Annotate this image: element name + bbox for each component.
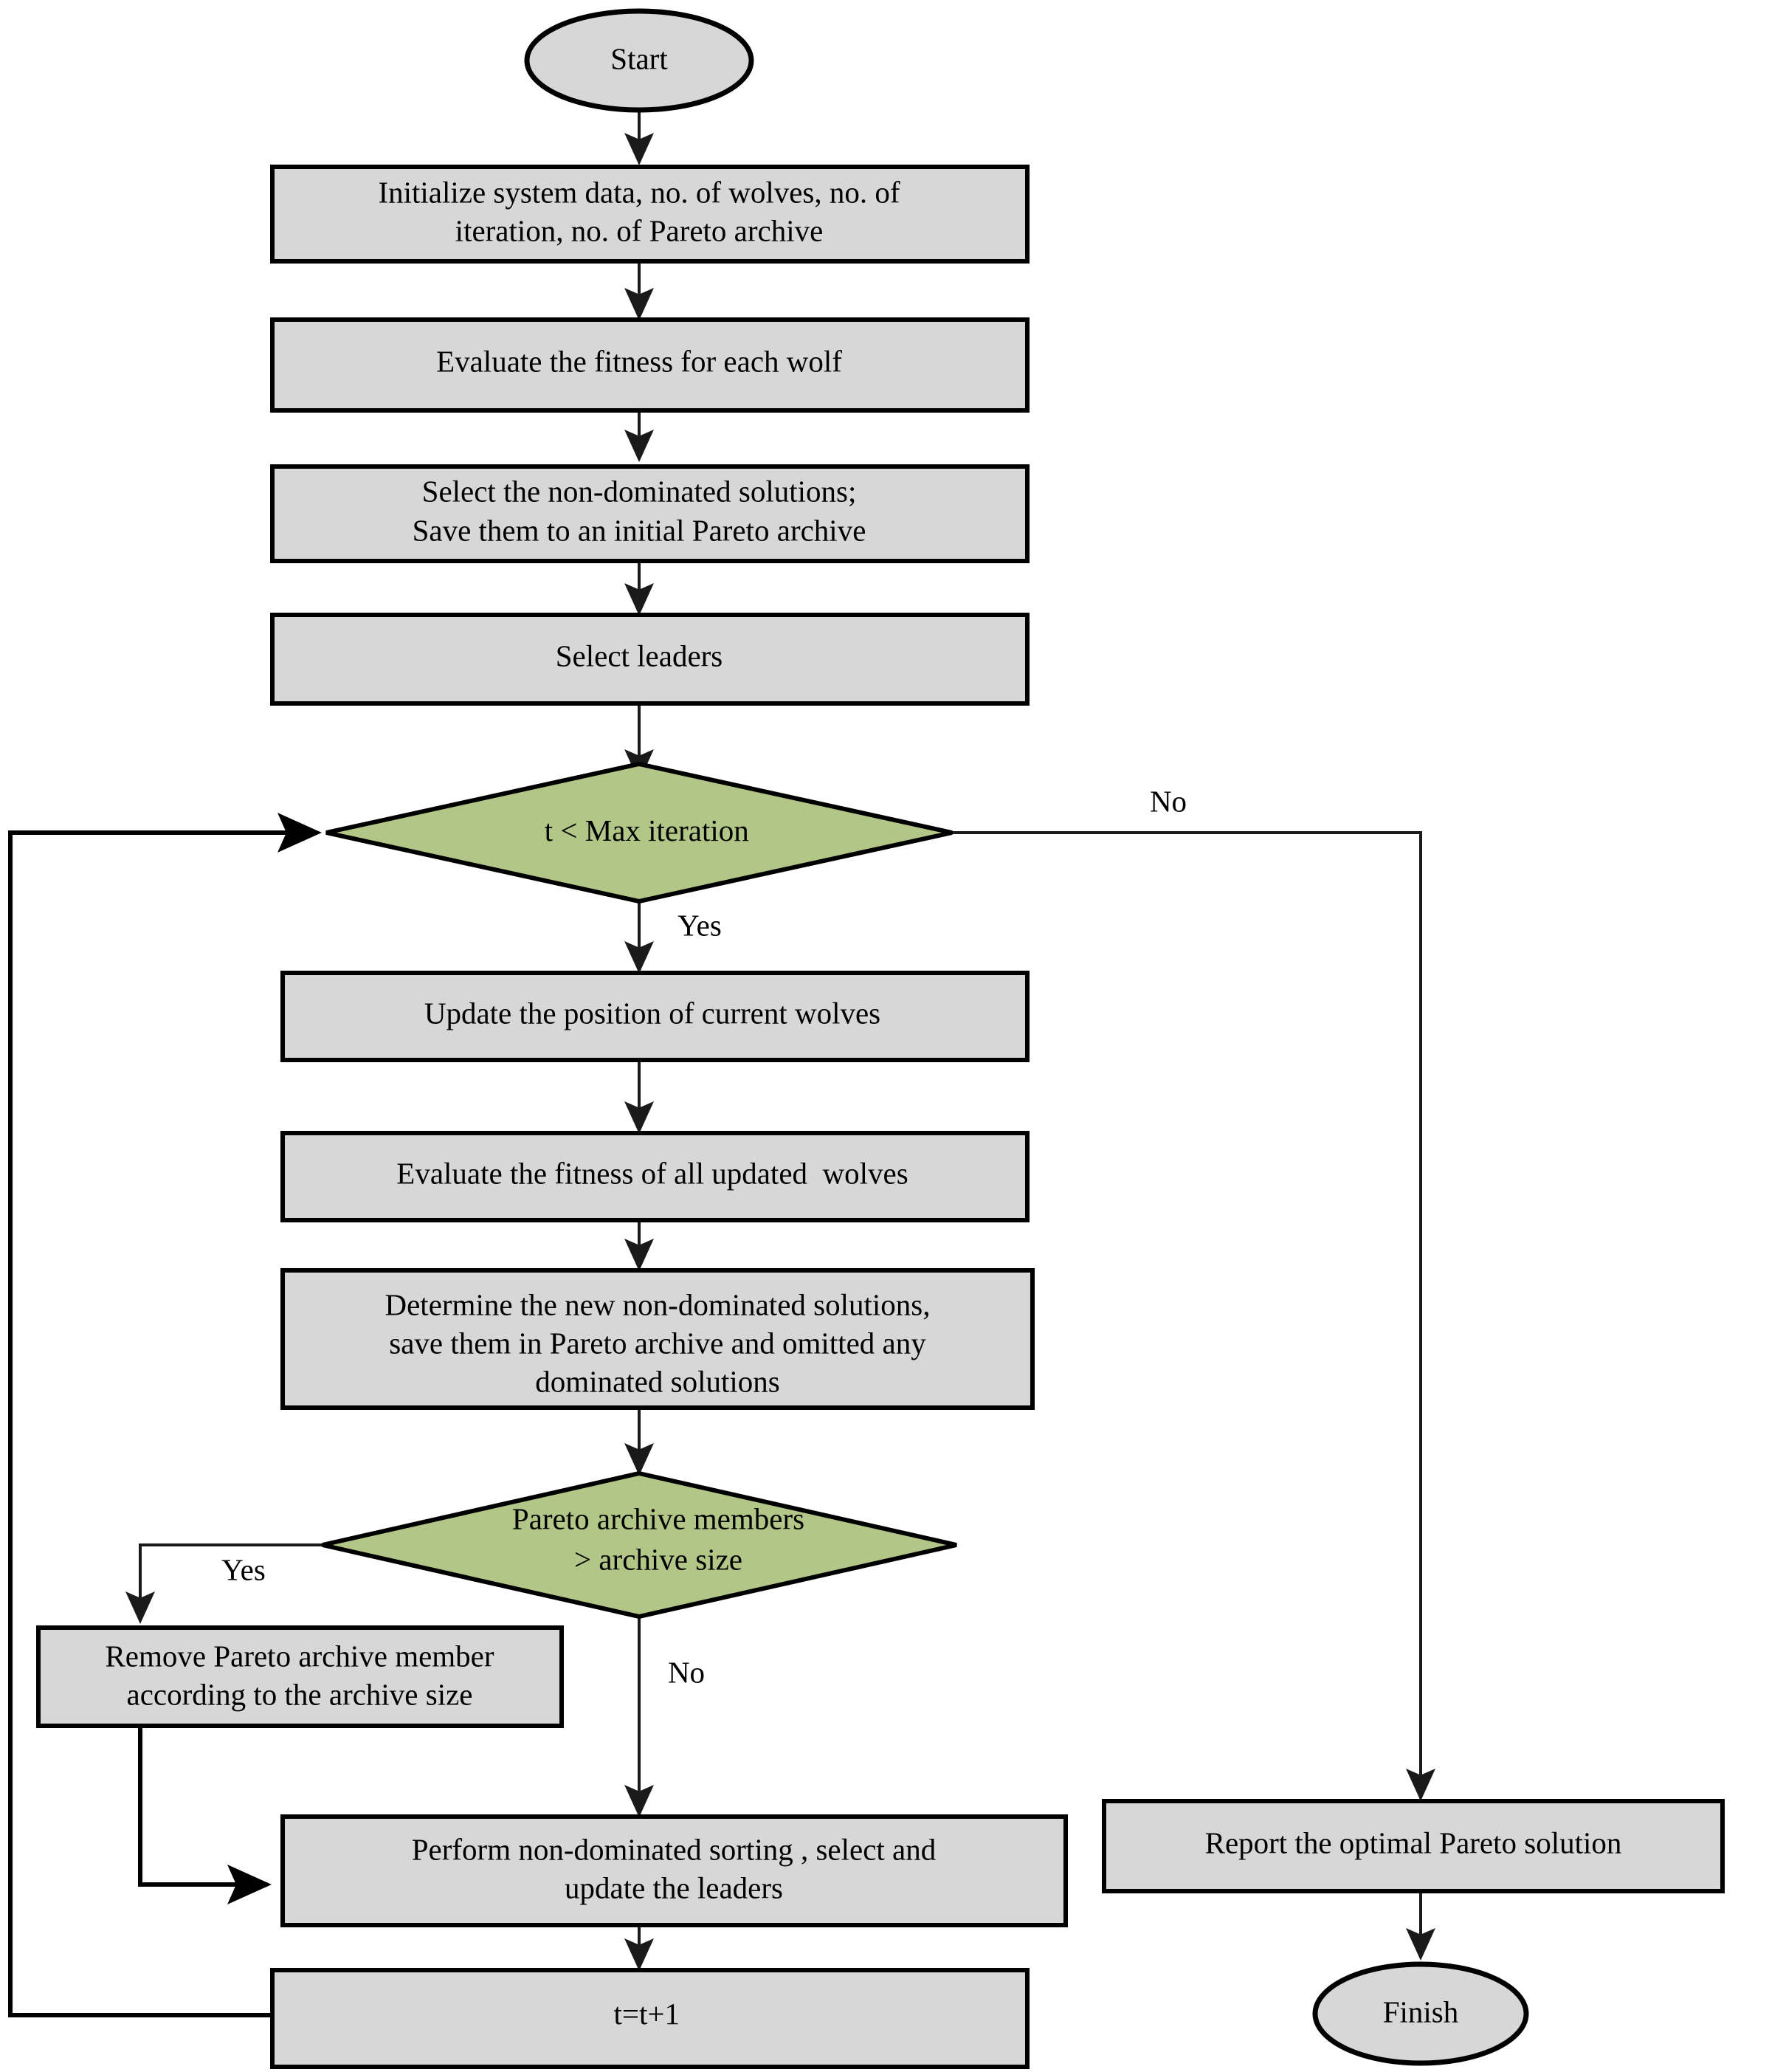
initialize-label-line1: Initialize system data, no. of wolves, n… xyxy=(378,175,900,209)
edge-label-yes-max-iteration: Yes xyxy=(677,908,722,942)
finish-label: Finish xyxy=(1383,1994,1459,2028)
evaluate-fitness-label: Evaluate the fitness for each wolf xyxy=(436,344,842,378)
remove-member-label-line2: according to the archive size xyxy=(127,1677,473,1711)
evaluate-updated-box-shape xyxy=(280,1131,1030,1222)
perform-sorting-label-line1: Perform non-dominated sorting , select a… xyxy=(412,1832,937,1866)
edge-decision-no-to-report xyxy=(952,831,1435,1801)
determine-new-box-shape xyxy=(280,1268,1035,1410)
start-ellipse-shape xyxy=(524,8,754,113)
node-increment[interactable]: t=t+1 xyxy=(270,1968,1030,2069)
select-nondominated-label-line1: Select the non-dominated solutions; xyxy=(422,474,857,508)
perform-sorting-box-shape xyxy=(280,1814,1068,1927)
max-iteration-condition: < Max iteration xyxy=(553,813,749,847)
initialize-box-shape xyxy=(270,165,1030,264)
select-leaders-box-shape xyxy=(270,613,1030,706)
node-remove-member[interactable]: Remove Pareto archive member according t… xyxy=(36,1625,564,1728)
increment-box-shape xyxy=(270,1968,1030,2069)
increment-variable-right: t xyxy=(639,1997,648,2031)
update-position-box-shape xyxy=(280,971,1030,1062)
node-report-optimal[interactable]: Report the optimal Pareto solution xyxy=(1102,1799,1725,1893)
finish-ellipse-shape xyxy=(1312,1961,1529,2066)
edge-increment-loopback-to-decision xyxy=(8,813,322,2017)
increment-label: t=t+1 xyxy=(561,1997,718,2031)
edge-archive-decision-yes-to-remove xyxy=(125,1543,323,1624)
edge-remove-to-perform-sorting xyxy=(138,1726,272,1904)
edge-label-yes-archive-size: Yes xyxy=(221,1552,266,1586)
evaluate-fitness-box-shape xyxy=(270,317,1030,413)
update-position-label: Update the position of current wolves xyxy=(424,996,880,1030)
archive-size-label-line2: > archive size xyxy=(574,1542,742,1576)
node-evaluate-fitness[interactable]: Evaluate the fitness for each wolf xyxy=(270,317,1030,413)
select-nondominated-label-line2: Save them to an initial Pareto archive xyxy=(413,513,866,547)
evaluate-updated-label: Evaluate the fitness of all updated wolv… xyxy=(396,1156,908,1190)
determine-new-label-line2: save them in Pareto archive and omitted … xyxy=(389,1326,926,1360)
archive-size-diamond-shape xyxy=(322,1470,957,1620)
node-select-nondominated[interactable]: Select the non-dominated solutions; Save… xyxy=(270,464,1030,563)
node-finish[interactable]: Finish xyxy=(1312,1961,1529,2066)
max-iteration-diamond-shape xyxy=(325,761,953,904)
select-nondominated-box-shape xyxy=(270,464,1030,563)
report-optimal-box-shape xyxy=(1102,1799,1725,1893)
increment-addend: +1 xyxy=(647,1997,680,2031)
report-optimal-label: Report the optimal Pareto solution xyxy=(1205,1825,1622,1859)
edge-label-no-max-iteration: No xyxy=(1150,784,1187,818)
initialize-label-line2: iteration, no. of Pareto archive xyxy=(455,213,824,247)
remove-member-label-line1: Remove Pareto archive member xyxy=(105,1639,494,1673)
node-determine-new[interactable]: Determine the new non-dominated solution… xyxy=(280,1268,1035,1410)
node-evaluate-updated[interactable]: Evaluate the fitness of all updated wolv… xyxy=(280,1131,1030,1222)
determine-new-label-line1: Determine the new non-dominated solution… xyxy=(385,1287,931,1321)
determine-new-label-line3: dominated solutions xyxy=(535,1364,779,1398)
increment-operator: = xyxy=(622,1997,639,2031)
max-iteration-label: t < Max iteration xyxy=(492,813,787,847)
node-select-leaders[interactable]: Select leaders xyxy=(270,613,1030,706)
remove-member-box-shape xyxy=(36,1625,564,1728)
node-initialize[interactable]: Initialize system data, no. of wolves, n… xyxy=(270,165,1030,264)
archive-size-label-line1: Pareto archive members xyxy=(512,1501,804,1535)
node-start[interactable]: Start xyxy=(524,8,754,113)
select-leaders-label: Select leaders xyxy=(556,639,723,672)
node-max-iteration-check[interactable]: t < Max iteration xyxy=(325,761,953,904)
edge-label-no-archive-size: No xyxy=(668,1655,705,1689)
start-label: Start xyxy=(610,41,668,75)
node-update-position[interactable]: Update the position of current wolves xyxy=(280,971,1030,1062)
increment-variable-left: t xyxy=(613,1997,622,2031)
node-archive-size-check[interactable]: Pareto archive members > archive size xyxy=(322,1470,957,1620)
node-perform-sorting[interactable]: Perform non-dominated sorting , select a… xyxy=(280,1814,1068,1927)
max-iteration-variable: t xyxy=(545,813,554,847)
perform-sorting-label-line2: update the leaders xyxy=(565,1870,783,1904)
